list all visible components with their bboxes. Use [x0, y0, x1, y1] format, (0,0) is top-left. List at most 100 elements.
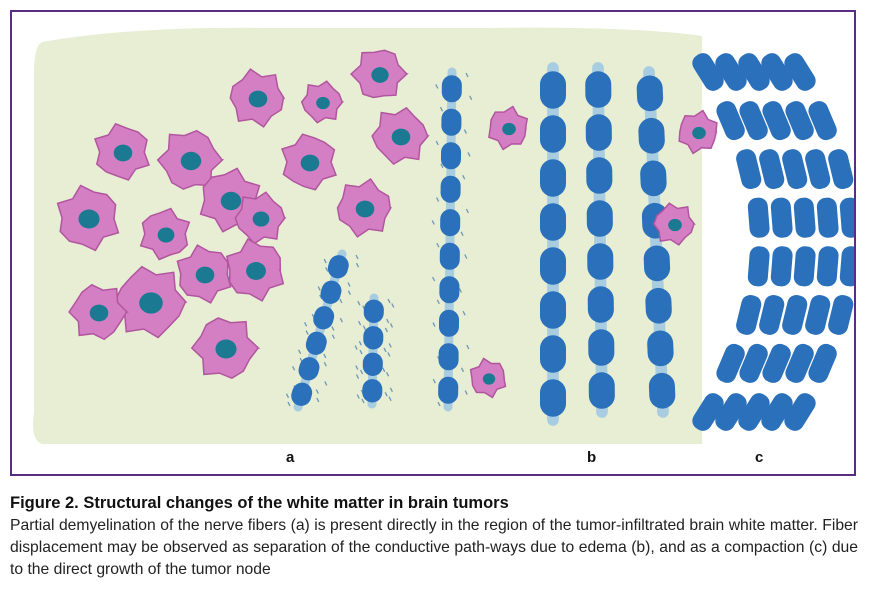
myelin-debris [354, 345, 358, 350]
tumor-cell [229, 68, 286, 128]
myelin-debris [383, 347, 387, 353]
myelin-debris [431, 220, 435, 225]
myelin-debris [315, 389, 319, 394]
compacted-myelin-segment [839, 197, 854, 238]
myelin-debris [355, 374, 360, 379]
tumor-cell [139, 207, 191, 261]
myelin-debris [356, 394, 360, 399]
myelin-debris [355, 262, 360, 268]
compacted-myelin-segment [808, 101, 837, 141]
tumor-cell [350, 49, 409, 99]
myelin-debris [432, 276, 436, 282]
myelin-segment [298, 357, 320, 381]
compacted-myelin-segment [793, 246, 816, 287]
myelin-debris [358, 340, 362, 346]
myelin-segment [588, 372, 615, 409]
myelin-debris [287, 401, 291, 407]
tumor-cell [94, 122, 150, 181]
myelin-segment [438, 309, 460, 337]
compacted-myelin-segment [736, 149, 762, 190]
panel-label-c: c [755, 449, 764, 466]
tumor-nucleus [371, 67, 389, 83]
compacted-myelin-segment [692, 53, 724, 91]
tumor-nucleus [482, 373, 496, 385]
tumor-nucleus [139, 292, 163, 314]
myelin-segment [540, 115, 566, 153]
compacted-myelin-segment [716, 101, 745, 141]
tumor-nucleus [248, 90, 268, 108]
myelin-debris [355, 365, 359, 370]
tumor-nucleus [78, 209, 100, 229]
myelin-debris [437, 401, 441, 407]
myelin-debris [323, 361, 327, 367]
myelin-segment [540, 247, 566, 285]
tumor-nucleus [668, 218, 682, 232]
tumor-cell [68, 283, 129, 341]
myelin-debris [439, 106, 444, 112]
myelin-debris [432, 322, 436, 327]
myelin-debris [436, 197, 440, 202]
myelin-segment [586, 200, 613, 237]
myelin-debris [382, 367, 386, 373]
myelin-segment [587, 243, 614, 280]
myelin-segment [540, 379, 566, 417]
figure-frame: a b c [10, 10, 856, 476]
tumor-cell [176, 244, 232, 304]
compacted-myelin-segment [784, 393, 816, 431]
myelin-debris [316, 397, 320, 403]
axon [293, 249, 347, 412]
myelin-segment [440, 175, 461, 203]
compacted-myelin-segment [738, 393, 770, 431]
myelin-segment [305, 331, 327, 355]
compacted-myelin-segment [761, 53, 793, 91]
myelin-segment [439, 242, 460, 270]
compacted-myelin-segment [785, 101, 814, 141]
myelin-segment [540, 71, 566, 109]
myelin-segment [640, 160, 667, 197]
compacted-myelin-segment [805, 294, 831, 335]
myelin-segment [588, 329, 615, 366]
myelin-debris [325, 267, 329, 272]
myelin-debris [388, 396, 392, 402]
compacted-myelin-segment [739, 343, 768, 383]
myelin-debris [304, 322, 308, 327]
myelin-segment [363, 326, 384, 350]
compacted-myelin-segment [808, 343, 837, 383]
myelin-debris [331, 334, 335, 339]
myelin-debris [358, 320, 362, 326]
myelin-debris [384, 392, 388, 397]
myelin-debris [435, 140, 439, 146]
myelin-debris [323, 353, 327, 359]
tumor-nucleus [113, 144, 133, 162]
compacted-myelin-segment [762, 343, 791, 383]
panel-label-b: b [587, 449, 597, 466]
myelin-debris [464, 254, 468, 259]
tumor-nucleus [391, 128, 411, 146]
myelin-debris [465, 208, 469, 214]
tumor-nucleus [300, 154, 320, 172]
compacted-myelin-segment [828, 149, 854, 190]
myelin-segment [327, 255, 349, 279]
myelin-segment [291, 382, 313, 406]
myelin-debris [324, 381, 328, 386]
myelin-debris [389, 387, 393, 393]
tumor-nucleus [316, 96, 330, 110]
compacted-myelin-segment [782, 149, 808, 190]
tumor-nucleus [215, 339, 237, 359]
myelin-segment [540, 291, 566, 329]
tumor-cell [652, 202, 696, 246]
tumor-nucleus [180, 151, 202, 171]
myelin-debris [319, 294, 323, 300]
myelin-debris [462, 310, 466, 316]
myelin-segment [636, 75, 664, 112]
myelin-debris [458, 288, 462, 293]
myelin-debris [462, 174, 466, 180]
myelin-segment [320, 280, 342, 304]
myelin-debris [360, 369, 364, 375]
myelin-debris [361, 398, 365, 404]
tumor-cell [234, 191, 287, 245]
myelin-segment [363, 299, 384, 323]
tumor-cell [190, 317, 261, 380]
tumor-cell [336, 177, 392, 238]
myelin-debris [436, 242, 440, 248]
